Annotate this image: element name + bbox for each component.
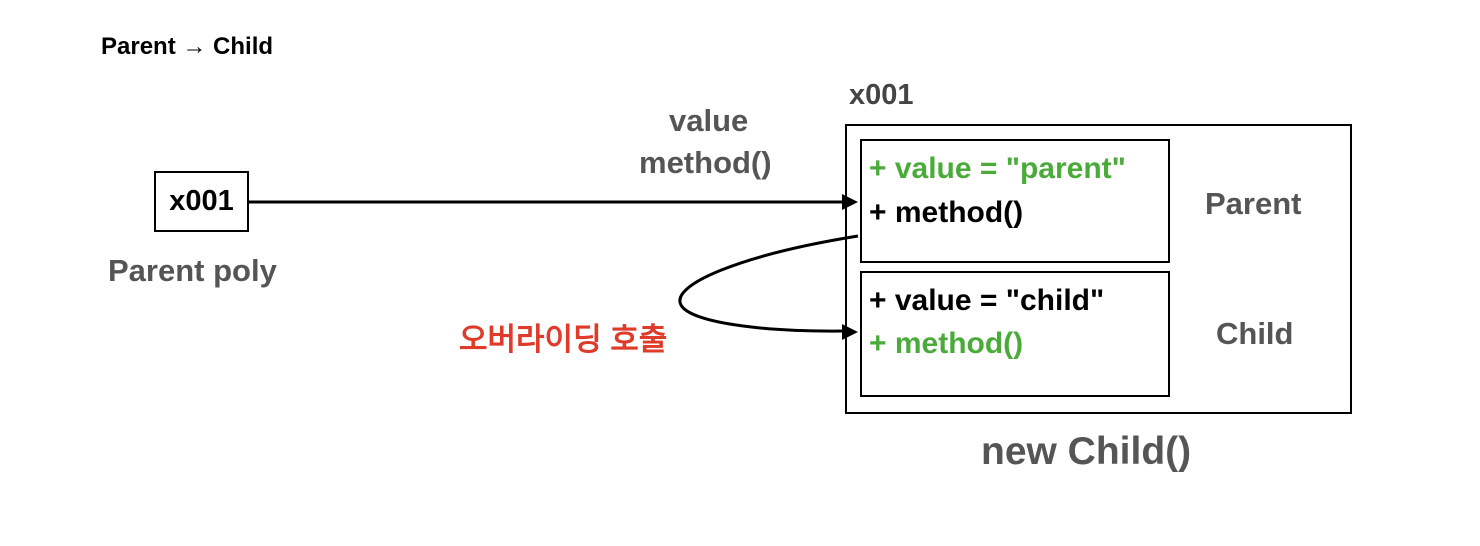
- child-value-field: + value = "child": [869, 284, 1105, 317]
- arrow-label-value: value: [669, 103, 749, 138]
- instance-box: [845, 124, 1352, 414]
- override-arrow-curve: [678, 234, 859, 333]
- override-arrow-head: [842, 324, 858, 340]
- parent-method: + method(): [869, 196, 1024, 229]
- arrow-label-method: method(): [639, 145, 772, 180]
- diagram-title: Parent → Child: [101, 33, 274, 60]
- child-method: + method(): [869, 327, 1024, 360]
- reference-value: x001: [169, 185, 234, 217]
- reference-arrow-head: [842, 194, 858, 210]
- instance-address: x001: [849, 79, 914, 111]
- variable-label: Parent poly: [108, 253, 277, 288]
- parent-section-box: [860, 139, 1170, 263]
- parent-section-label: Parent: [1205, 186, 1302, 221]
- parent-value-field: + value = "parent": [869, 152, 1126, 185]
- child-section-box: [860, 271, 1170, 397]
- override-call-label: 오버라이딩 호출: [459, 322, 668, 357]
- child-section-label: Child: [1216, 316, 1294, 351]
- reference-variable-box: [154, 171, 249, 232]
- instance-caption: new Child(): [981, 430, 1192, 473]
